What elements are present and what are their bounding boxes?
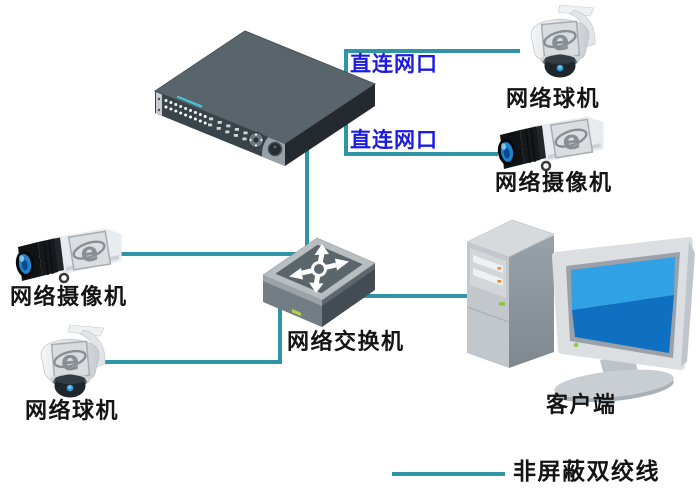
dome-camera-top-label: 网络球机: [506, 87, 601, 112]
dome-camera-left-label: 网络球机: [25, 399, 120, 424]
camera-lens: [15, 250, 35, 278]
switch-label: 网络交换机: [287, 330, 405, 355]
monitor-screen: [571, 257, 675, 353]
nvr-jog-dial: [248, 132, 264, 148]
ie-logo-plaque: e: [50, 340, 91, 380]
switch-icon: [262, 237, 376, 327]
nvr-lock-knob: [267, 141, 283, 157]
nvr-led-rows: [164, 99, 207, 125]
box-camera-left-label: 网络摄像机: [10, 285, 128, 310]
dome-camera-top-icon: e: [530, 4, 596, 78]
monitor-power-led: [573, 342, 579, 348]
client-pc-icon: [466, 219, 695, 402]
direct-port-annotation-2: 直连网口: [350, 128, 438, 152]
box-camera-top-icon: e: [497, 116, 604, 172]
camera-lens: [497, 138, 517, 166]
ie-logo-plaque: e: [67, 230, 112, 271]
cable-dome-left-to-switch: [105, 306, 282, 364]
box-camera-left-icon: e: [15, 228, 122, 284]
drive-bay: [473, 268, 503, 286]
switch-led: [292, 309, 301, 316]
nvr-icon: [153, 30, 377, 166]
legend-label: 非屏蔽双绞线: [513, 459, 660, 485]
tower-power-led: [499, 302, 505, 306]
drive-bay: [473, 255, 503, 273]
ie-logo-plaque: e: [549, 118, 594, 159]
direct-port-annotation-1: 直连网口: [350, 52, 438, 76]
nvr-buttons: [208, 117, 248, 141]
dome-camera-left-icon: e: [40, 324, 106, 398]
client-label: 客户端: [546, 393, 617, 418]
box-camera-top-label: 网络摄像机: [495, 171, 613, 196]
ie-logo-plaque: e: [540, 20, 581, 60]
